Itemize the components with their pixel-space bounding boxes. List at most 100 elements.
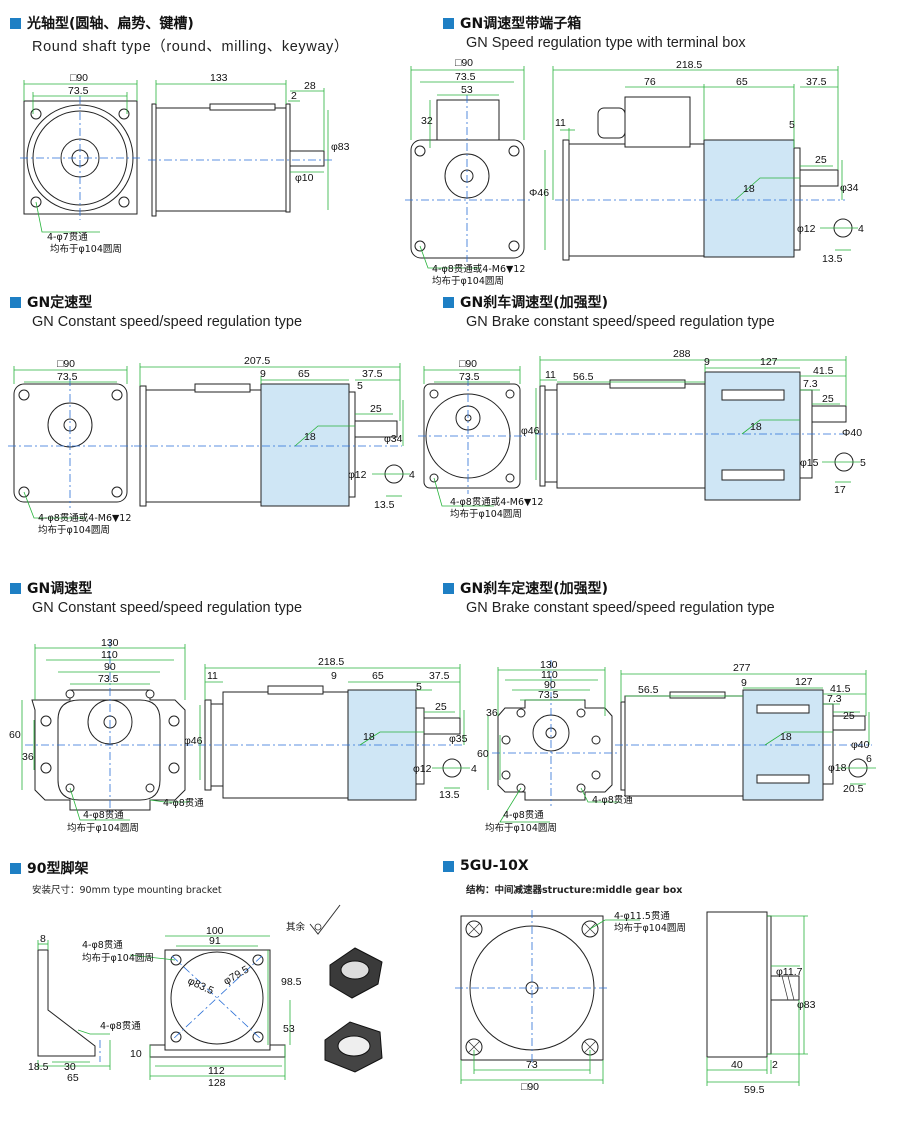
dim-label: 76: [644, 76, 656, 88]
dim-label: 65: [372, 670, 384, 682]
section-marker-icon: [10, 862, 21, 874]
note-pcd: 均布于φ104圆周: [38, 524, 110, 536]
dim-label: Φ40: [842, 427, 862, 439]
dim-label: 6: [866, 753, 872, 765]
dim-label: 207.5: [244, 355, 270, 367]
dim-label: 28: [304, 80, 316, 92]
drawing-brake-constant-front: [487, 660, 620, 823]
note-holes: 4-φ8贯通: [503, 810, 544, 821]
dim-label: 11: [207, 670, 218, 682]
dim-label: □90: [57, 358, 75, 370]
drawing-speed-reg-side: [198, 664, 470, 801]
dim-label: 110: [541, 669, 558, 681]
section-subtitle-round-shaft: Round shaft type（round、milling、keyway）: [32, 39, 349, 55]
dim-label: 73.5: [57, 371, 78, 383]
drawing-round-shaft-front: [20, 80, 140, 233]
note-pcd: 均布于φ104圆周: [614, 922, 686, 934]
dim-label: 90: [104, 661, 116, 673]
note-holes: 4-φ8贯通: [592, 795, 633, 806]
dim-label: 59.5: [744, 1084, 765, 1096]
section-subtitle-terminal-box: GN Speed regulation type with terminal b…: [466, 35, 746, 51]
dim-label: 18: [363, 731, 375, 743]
dim-label: 25: [370, 403, 382, 415]
mount-hole-icon: [465, 1038, 483, 1056]
dim-label: φ15: [800, 457, 819, 469]
dim-label: 18: [780, 731, 792, 743]
dim-label: φ18: [828, 762, 847, 774]
dim-label: φ46: [184, 735, 203, 747]
dim-label: 4: [858, 223, 864, 235]
dim-label: 53: [283, 1023, 295, 1035]
dim-label: 73.5: [538, 689, 559, 701]
dim-label: 130: [540, 659, 558, 671]
section-title-brake-constant: GN刹车定速型(加强型): [443, 578, 608, 598]
drawing-bracket-front: [129, 935, 291, 1080]
note-holes: 4-φ8贯通: [82, 940, 123, 951]
mount-hole-icon: [465, 920, 483, 938]
section-title-round-shaft: 光轴型(圆轴、扁势、键槽): [10, 13, 194, 33]
dim-label: 5: [860, 457, 866, 469]
bracket-render-icon: [324, 947, 383, 1073]
note-holes: 4-φ8贯通或4-M6▼12: [432, 263, 525, 275]
section-title-constant-speed: GN定速型: [10, 292, 92, 312]
note-holes: 4-φ11.5贯通: [614, 911, 670, 922]
dim-label: 25: [815, 154, 827, 166]
dim-label: 11: [555, 117, 566, 129]
dim-label: 18.5: [28, 1061, 49, 1073]
dim-label: φ11.7: [776, 966, 803, 978]
dim-label: 32: [421, 115, 433, 127]
dim-label: 9: [704, 356, 710, 368]
note-pcd: 均布于φ104圆周: [485, 822, 557, 834]
dim-label: 13.5: [439, 789, 460, 801]
section-marker-icon: [443, 860, 454, 872]
dim-label: 65: [67, 1072, 79, 1084]
dim-label: 10: [130, 1048, 142, 1060]
section-subtitle-speed-reg: GN Constant speed/speed regulation type: [32, 600, 303, 616]
drawing-speed-reg-front: [21, 640, 195, 821]
note-pcd: 均布于φ104圆周: [82, 952, 154, 964]
dim-label: □90: [459, 358, 477, 370]
section-title-5gu: 5GU-10X: [443, 858, 529, 874]
dim-label: φ83: [797, 999, 816, 1011]
dim-label: 100: [206, 925, 224, 937]
dim-label: 65: [736, 76, 748, 88]
dim-label: 53: [461, 84, 473, 96]
note-pcd: 均布于φ104圆周: [450, 508, 522, 520]
dim-label: 13.5: [822, 253, 843, 265]
dim-label: φ35: [449, 733, 468, 745]
dim-label: 110: [101, 649, 118, 661]
drawing-round-shaft-side: [148, 80, 335, 217]
dim-label: 2: [772, 1059, 778, 1071]
section-title-speed-reg: GN调速型: [10, 578, 92, 598]
dim-label: 40: [731, 1059, 743, 1071]
dim-label: 4: [409, 469, 415, 481]
dim-label: 288: [673, 348, 691, 360]
section-marker-icon: [443, 17, 454, 29]
section-subtitle-brake-speed-reg: GN Brake constant speed/speed regulation…: [466, 314, 775, 330]
dim-label: φ83: [331, 141, 350, 153]
section-subtitle-5gu: 结构：中间减速器structure:middle gear box: [466, 885, 683, 896]
dim-label: 73.5: [459, 371, 480, 383]
dim-label: 41.5: [830, 683, 851, 695]
dim-label: □90: [455, 57, 473, 69]
section-subtitle-constant-speed: GN Constant speed/speed regulation type: [32, 314, 303, 330]
dim-label: 7.3: [827, 693, 842, 705]
dim-label: 36: [486, 707, 498, 719]
dim-label: 73.5: [68, 85, 89, 97]
dim-label: 4: [471, 763, 477, 775]
dim-label: 73: [526, 1059, 538, 1071]
dim-label: 37.5: [806, 76, 827, 88]
dim-label: 2: [291, 90, 297, 102]
dim-label: 277: [733, 662, 751, 674]
dim-label: φ10: [295, 172, 314, 184]
drawing-terminal-box-side: [544, 66, 858, 261]
dim-label: 13.5: [374, 499, 395, 511]
dim-label: 91: [209, 935, 221, 947]
drawing-brake-speed-side: [535, 356, 860, 501]
dim-label: 37.5: [362, 368, 383, 380]
note-holes: 4-φ8贯通: [83, 810, 124, 821]
dim-label: 112: [208, 1065, 225, 1077]
note-holes: 4-φ8贯通: [163, 798, 204, 809]
note-holes: 4-φ8贯通: [100, 1021, 141, 1032]
